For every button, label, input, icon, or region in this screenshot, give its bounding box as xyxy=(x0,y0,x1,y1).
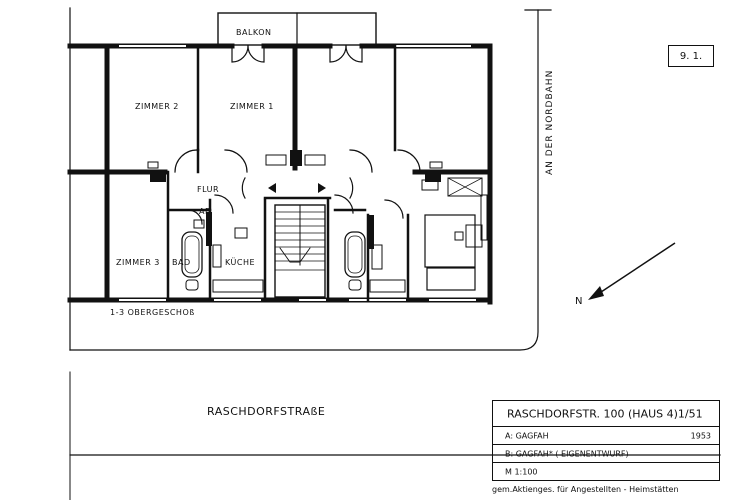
north-label: N xyxy=(575,296,583,307)
title-block-owner-a: A: GAGFAH xyxy=(505,431,549,440)
room-label-kueche: KÜCHE xyxy=(225,258,256,267)
title-block: RASCHDORFSTR. 100 (HAUS 4)1/51 A: GAGFAH… xyxy=(492,400,720,481)
side-street-label: AN DER NORDBAHN xyxy=(545,69,555,175)
title-block-owner-b: B: GAGFAH* ( EIGENENTWURF) xyxy=(505,449,629,458)
room-label-zimmer2: ZIMMER 2 xyxy=(135,102,179,111)
room-label-ab: AB xyxy=(199,207,211,216)
balcony-label: BALKON xyxy=(236,28,272,37)
room-label-flur: FLUR xyxy=(197,185,220,194)
room-label-bad: BAD xyxy=(172,258,191,267)
title-block-row-a: A: GAGFAH 1953 xyxy=(493,426,719,444)
title-block-row-b: B: GAGFAH* ( EIGENENTWURF) xyxy=(493,444,719,462)
title-block-scale: M 1:100 xyxy=(505,467,538,476)
street-label: RASCHDORFSTRAßE xyxy=(207,405,326,418)
sheet-number: 9. 1. xyxy=(668,45,714,67)
room-label-zimmer1: ZIMMER 1 xyxy=(230,102,274,111)
footer-note: gem.Aktienges. für Angestellten - Heimst… xyxy=(492,485,679,494)
title-block-year: 1953 xyxy=(690,431,711,440)
title-block-row-m: M 1:100 xyxy=(493,462,719,480)
room-label-zimmer3: ZIMMER 3 xyxy=(116,258,160,267)
title-block-title: RASCHDORFSTR. 100 (HAUS 4)1/51 xyxy=(507,407,703,420)
title-block-title-row: RASCHDORFSTR. 100 (HAUS 4)1/51 xyxy=(493,401,719,426)
floor-label: 1-3 OBERGESCHOß xyxy=(110,308,195,317)
